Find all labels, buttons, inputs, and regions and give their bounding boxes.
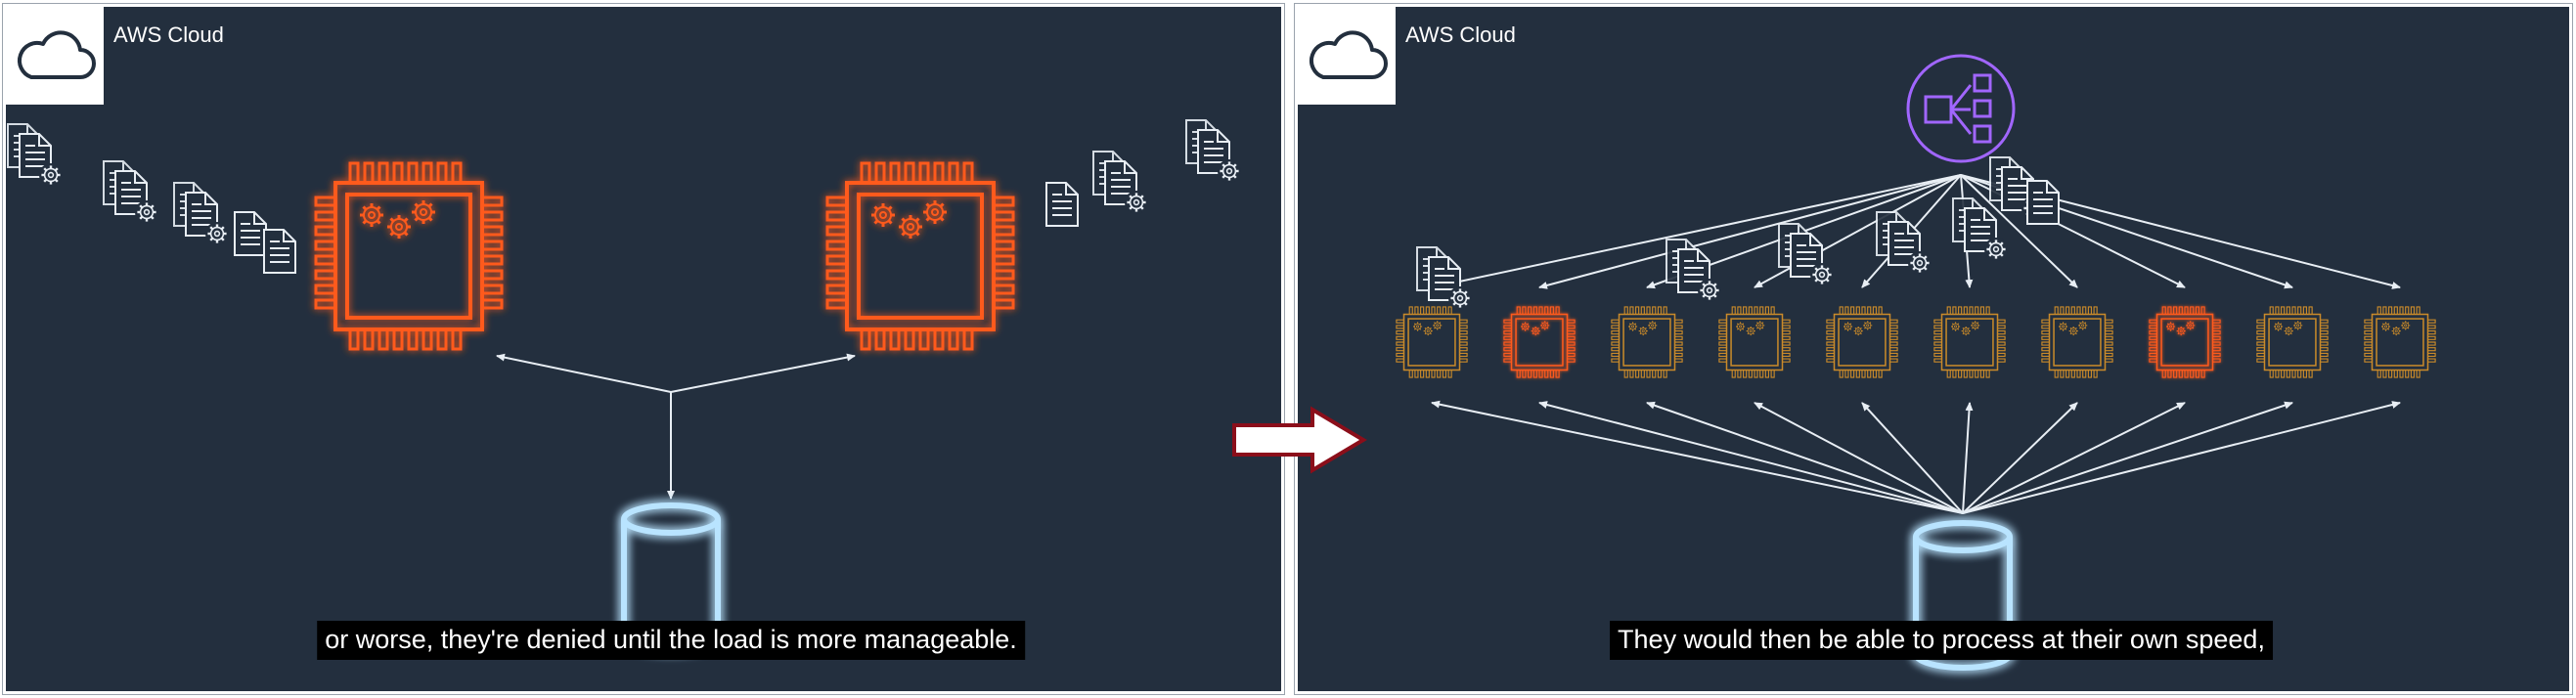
- document-gear-icon: [8, 124, 63, 187]
- server-chip-icon: [1719, 307, 1790, 377]
- database-connector: [1431, 400, 1964, 514]
- document-gear-icon: [1417, 247, 1472, 310]
- queue-connector: [1754, 174, 1962, 288]
- database-connector: [1962, 402, 2186, 514]
- document-gear-icon: [1045, 182, 1079, 227]
- document-gear-icon: [1186, 120, 1241, 183]
- queue-connector: [1538, 174, 1962, 289]
- database-connector: [1646, 401, 1964, 514]
- server-chip-icon: [1827, 307, 1897, 377]
- document-gear-icon: [1093, 152, 1148, 214]
- document-gear-icon: [234, 211, 267, 256]
- aws-cloud-label: AWS Cloud: [1405, 22, 1516, 47]
- cloud-icon: [18, 30, 96, 79]
- document-gear-icon: [1666, 240, 1721, 302]
- queue-connector: [1960, 174, 2078, 288]
- subtitle-caption: They would then be able to process at th…: [1610, 621, 2273, 660]
- document-gear-icon: [2026, 180, 2060, 225]
- server-chip-icon: [2365, 307, 2435, 377]
- aws-cloud-label: AWS Cloud: [113, 22, 224, 47]
- document-gear-icon: [1779, 224, 1834, 286]
- transition-arrow-icon: [1232, 406, 1367, 474]
- instance-row: [1397, 307, 2435, 377]
- database-connector: [1754, 402, 1964, 514]
- document-gear-icon: [1877, 212, 1932, 275]
- subtitle-caption: or worse, they're denied until the load …: [317, 621, 1025, 660]
- server-chip-icon: [1612, 307, 1682, 377]
- server-chip-icon: [2257, 307, 2328, 377]
- aws-cloud-badge: [1298, 7, 1396, 105]
- right-diagram-panel: AWS Cloud They would then be able to pro…: [1294, 3, 2573, 695]
- server-chip-icon: [316, 163, 502, 349]
- left-diagram-canvas: [6, 7, 1284, 694]
- server-chip-icon: [1934, 307, 2005, 377]
- right-diagram-canvas: [1298, 54, 2572, 694]
- queue-icon: [1906, 54, 2016, 163]
- server-chip-icon: [1397, 307, 1467, 377]
- server-chip-icon: [2150, 307, 2220, 377]
- document-gear-icon: [1953, 198, 2008, 261]
- database-connector: [1962, 402, 2078, 514]
- server-chip-icon: [1504, 307, 1575, 377]
- cloud-icon: [1310, 30, 1388, 79]
- document-gear-icon: [104, 161, 158, 224]
- server-chip-icon: [2042, 307, 2112, 377]
- left-connectors: [496, 353, 856, 500]
- database-connector: [1962, 402, 1974, 514]
- queue-connector: [1431, 174, 1962, 290]
- right-connectors: [1431, 174, 2401, 514]
- database-connector: [1962, 401, 2401, 514]
- database-connector: [1861, 402, 1964, 514]
- aws-cloud-badge: [6, 7, 104, 105]
- database-connector: [1962, 401, 2293, 514]
- document-gear-icon: [174, 183, 229, 245]
- left-diagram-panel: AWS Cloud or worse, they're denied until…: [2, 3, 1285, 695]
- document-gear-icon: [263, 229, 296, 274]
- database-connector: [1538, 401, 1964, 514]
- server-chip-icon: [827, 163, 1013, 349]
